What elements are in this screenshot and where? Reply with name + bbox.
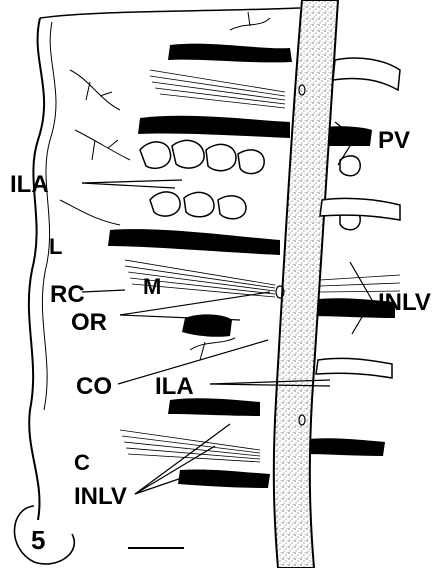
- label-pv: PV: [378, 127, 410, 154]
- label-l: L: [49, 234, 62, 259]
- portal-vein: [274, 0, 338, 568]
- label-rc: RC: [50, 281, 85, 308]
- top-edge: [40, 8, 300, 18]
- organ-outline: [29, 18, 44, 520]
- label-c: C: [74, 450, 90, 475]
- figure-number: 5: [31, 525, 45, 555]
- label-co: CO: [76, 373, 112, 400]
- label-inlv-bottom: INLV: [74, 483, 127, 510]
- inner-outline: [42, 22, 56, 410]
- label-inlv-right: INLV: [378, 289, 431, 316]
- label-ila-lower: ILA: [155, 373, 194, 400]
- label-or: OR: [71, 309, 107, 336]
- label-ila-upper: ILA: [10, 171, 49, 198]
- label-m: M: [143, 274, 161, 299]
